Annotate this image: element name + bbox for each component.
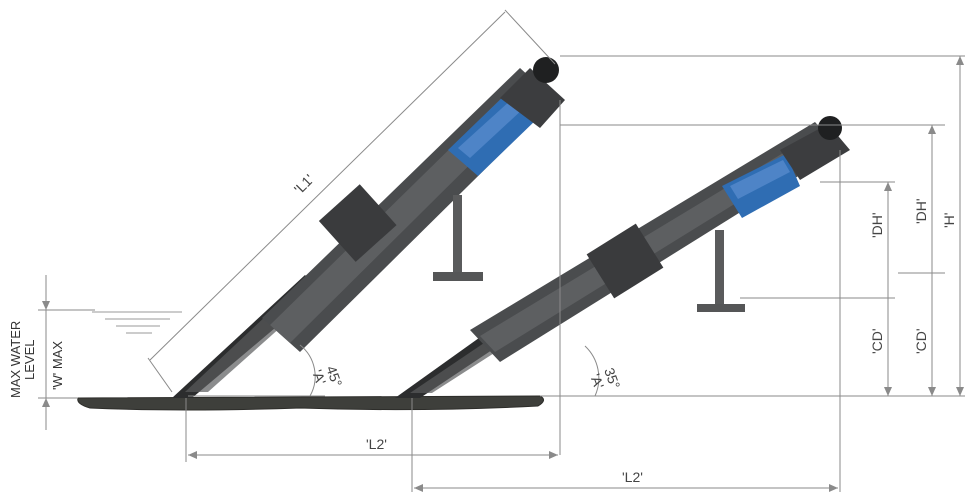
label-dh-inner: 'DH' xyxy=(869,212,885,238)
label-l2-left: 'L2' xyxy=(366,436,387,452)
end-cap-right xyxy=(818,116,842,140)
label-angle-35: 35° xyxy=(601,366,623,391)
label-l1: 'L1' xyxy=(291,171,317,197)
ground-slab xyxy=(77,395,544,411)
conveyor-35-degree xyxy=(395,116,850,398)
label-dh-outer: 'DH' xyxy=(913,198,929,224)
gearbox-housing-left xyxy=(318,184,397,262)
label-w-max: 'W' MAX xyxy=(50,341,65,390)
discharge-head-left xyxy=(500,68,565,128)
conveyor-45-degree xyxy=(172,57,565,398)
label-angle-a-left: 'A' xyxy=(309,368,329,387)
support-leg-left xyxy=(453,195,462,275)
end-cap-left xyxy=(533,57,559,83)
label-angle-a-right: 'A' xyxy=(587,372,607,391)
gearbox-housing-right xyxy=(586,223,664,299)
label-cd-outer: 'CD' xyxy=(913,328,929,354)
label-angle-45: 45° xyxy=(323,364,345,389)
label-l2-right: 'L2' xyxy=(622,469,643,485)
arrowheads xyxy=(42,56,964,492)
label-level: LEVEL xyxy=(22,340,37,380)
label-h: 'H' xyxy=(941,213,957,228)
water-level-symbol xyxy=(92,311,182,334)
dimension-lines xyxy=(38,9,965,492)
label-max-water: MAX WATER xyxy=(8,321,23,398)
support-leg-right xyxy=(715,230,724,308)
label-cd-inner: 'CD' xyxy=(869,328,885,354)
